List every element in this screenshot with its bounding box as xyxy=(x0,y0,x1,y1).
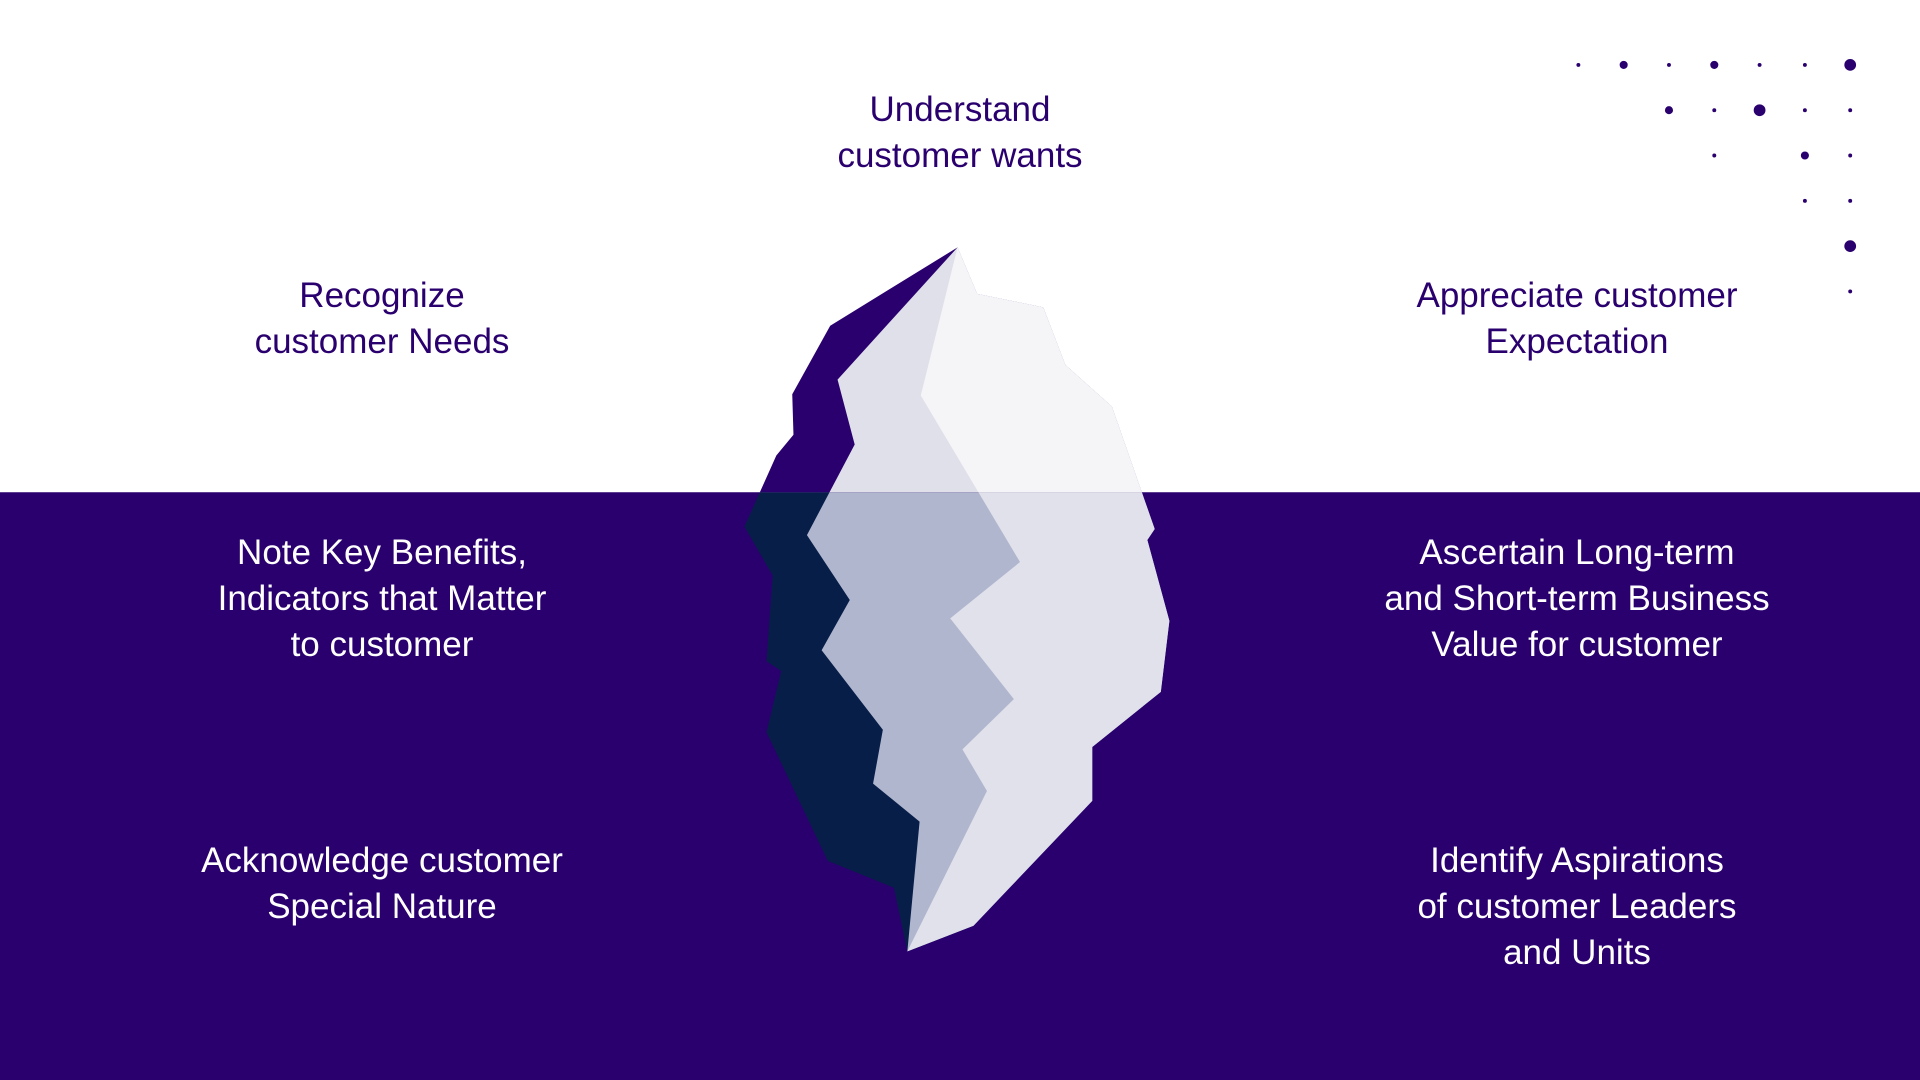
label-acknowledge-nature: Acknowledge customer Special Nature xyxy=(122,838,642,930)
label-line: Note Key Benefits, xyxy=(237,533,527,572)
label-line: Expectation xyxy=(1485,322,1669,361)
label-line: Indicators that Matter xyxy=(217,579,547,618)
iceberg-tip-light xyxy=(920,247,1142,493)
label-line: and Units xyxy=(1503,933,1651,972)
iceberg-below-water xyxy=(744,492,1170,952)
label-identify-aspirations: Identify Aspirations of customer Leaders… xyxy=(1317,838,1837,976)
label-line: to customer xyxy=(290,625,474,664)
label-appreciate-expectation: Appreciate customer Expectation xyxy=(1317,273,1837,365)
label-line: Special Nature xyxy=(267,887,497,926)
label-understand-wants: Understand customer wants xyxy=(700,87,1220,179)
label-line: customer Needs xyxy=(254,322,510,361)
label-line: of customer Leaders xyxy=(1417,887,1737,926)
label-line: Value for customer xyxy=(1431,625,1723,664)
label-line: Appreciate customer xyxy=(1416,276,1738,315)
label-line: Ascertain Long-term xyxy=(1419,533,1735,572)
label-line: Identify Aspirations xyxy=(1430,841,1724,880)
label-recognize-needs: Recognize customer Needs xyxy=(122,273,642,365)
label-line: and Short-term Business xyxy=(1384,579,1770,618)
decorative-dot-grid xyxy=(1576,59,1857,294)
label-line: Understand xyxy=(869,90,1051,129)
label-note-key-benefits: Note Key Benefits, Indicators that Matte… xyxy=(122,530,642,668)
iceberg-above-water xyxy=(759,247,1142,493)
label-line: Recognize xyxy=(299,276,465,315)
label-line: Acknowledge customer xyxy=(201,841,563,880)
label-ascertain-value: Ascertain Long-term and Short-term Busin… xyxy=(1317,530,1837,668)
label-line: customer wants xyxy=(837,136,1083,175)
iceberg-light-face xyxy=(907,492,1170,952)
